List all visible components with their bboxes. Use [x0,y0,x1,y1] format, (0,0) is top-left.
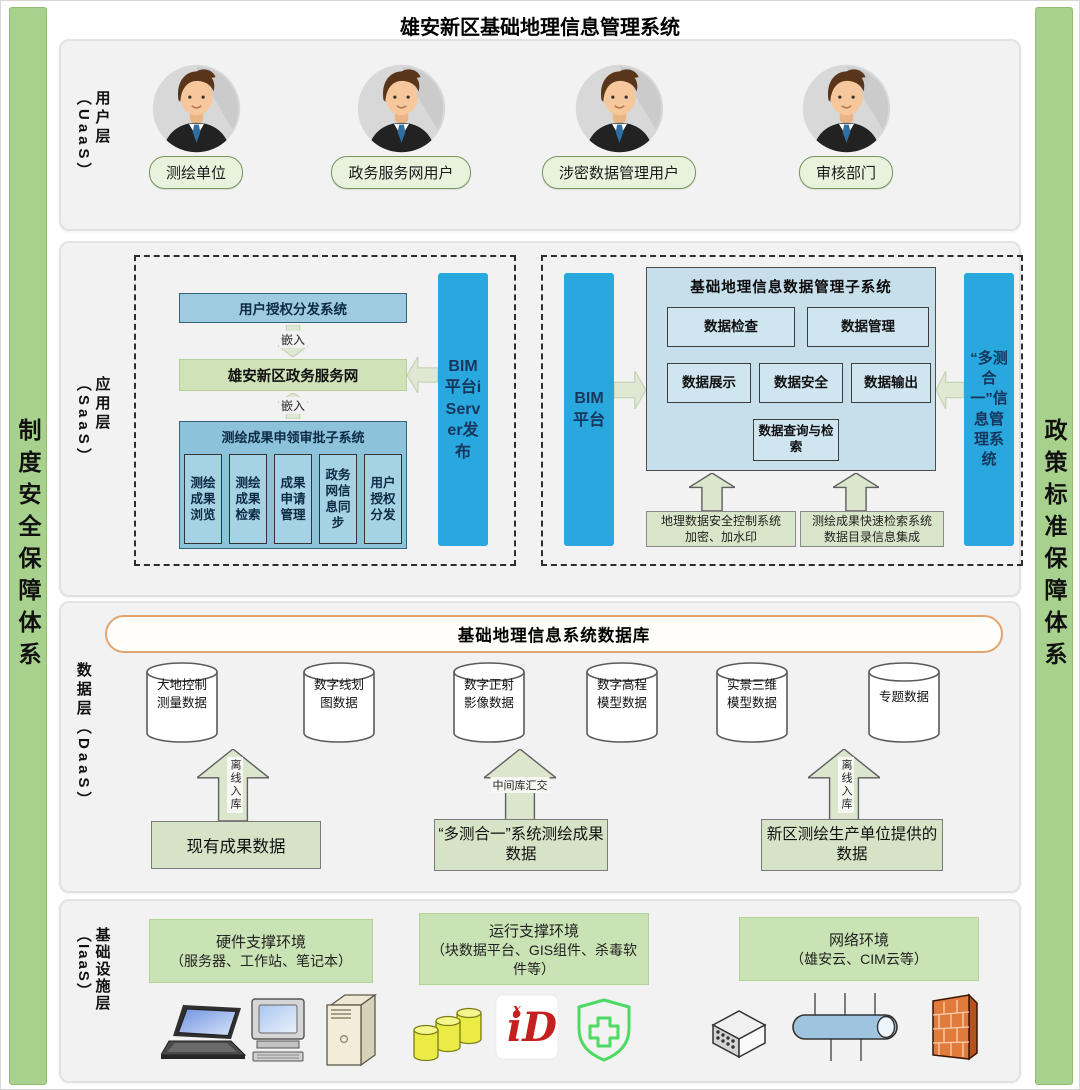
cylinder-icon [453,662,525,743]
geo-database-bar: 基础地理信息系统数据库 [105,615,1003,653]
bim-to-system-arrow [614,371,646,409]
embed-label: 嵌入 [278,397,308,414]
business-man-avatar-icon [572,61,667,156]
database-cylinder: 大地控制测量数据 [144,661,220,745]
user-auth-distribution-system-box: 用户授权分发系统 [179,293,407,323]
embed-label: 嵌入 [278,331,308,348]
user-role-badge: 审核部门 [798,156,893,189]
svg-text:iD: iD [507,1004,557,1051]
data-display-box: 数据展示 [667,363,751,403]
database-cylinder: 专题数据 [866,661,942,745]
database-cylinders-icon [413,1007,482,1062]
right-bar-label: 政策标准保障体系 [1041,418,1067,674]
approval-item: 测绘成果检索 [229,454,267,544]
approval-item: 成果申请管理 [274,454,312,544]
approval-subsystem-title: 测绘成果申领审批子系统 [221,430,365,445]
user-group: 审核部门 [746,61,946,189]
runtime-environment-box: 运行支撑环境 （块数据平台、GIS组件、杀毒软件等） [419,913,649,985]
data-check-box: 数据检查 [667,307,795,347]
approval-item: 政务网信息同步 [319,454,357,544]
user-group: 政务服务网用户 [301,61,501,189]
network-switch-icon [711,1010,767,1059]
cylinder-icon [303,662,375,743]
cylinder-icon [716,662,788,743]
data-query-retrieval-box: 数据查询与检索 [753,419,839,461]
multi-survey-result-data-box: “多测合一”系统测绘成果数据 [434,819,608,871]
data-security-box: 数据安全 [759,363,843,403]
user-role-badge: 测绘单位 [148,156,243,189]
data-output-box: 数据输出 [851,363,931,403]
security-system-up-arrow [689,473,735,511]
application-layer-label: 应用层（SaaS） [74,376,111,467]
user-group: 涉密数据管理用户 [519,61,719,189]
retrieval-system-up-arrow [833,473,879,511]
database-cylinder: 实景三维模型数据 [714,661,790,745]
institution-security-assurance-bar: 制度安全保障体系 [9,7,47,1085]
firewall-icon [932,993,978,1061]
existing-result-data-box: 现有成果数据 [151,821,321,869]
data-management-group [541,255,1023,566]
geo-data-security-control-box: 地理数据安全控制系统 加密、加水印 [646,511,796,547]
id-software-logo-icon: iD x [495,994,559,1060]
fast-retrieval-catalog-box: 测绘成果快速检索系统 数据目录信息集成 [800,511,944,547]
page-title: 雄安新区基础地理信息管理系统 [400,17,680,39]
business-man-avatar-icon [149,61,244,156]
data-layer-label: 数据层（DaaS） [74,662,92,811]
network-environment-box: 网络环境 （雄安云、CIM云等） [739,917,979,981]
svg-text:x: x [512,1002,521,1017]
infrastructure-layer-label: 基础设施层（IaaS） [74,927,111,1012]
database-cylinder: 数字线划图数据 [301,661,377,745]
database-cylinder: 数字高程模型数据 [584,661,660,745]
approval-subsystem-items: 测绘成果浏览 测绘成果检索 成果申请管理 政务网信息同步 用户授权分发 [180,454,406,544]
cylinder-icon [868,662,940,743]
hardware-environment-box: 硬件支撑环境 （服务器、工作站、笔记本） [149,919,373,983]
business-man-avatar-icon [799,61,894,156]
user-role-badge: 政务服务网用户 [331,156,471,189]
policy-standard-assurance-bar: 政策标准保障体系 [1035,7,1073,1085]
business-man-avatar-icon [354,61,449,156]
server-tower-icon [326,993,378,1067]
bim-iserver-publish-arrow [407,357,438,393]
bim-platform-bar: BIM平台 [564,273,614,546]
offline-import-label: 离线入库 [838,757,854,813]
user-role-badge: 涉密数据管理用户 [541,156,696,189]
intermediate-db-label: 中间库汇交 [490,777,550,793]
gov-service-portal-box: 雄安新区政务服务网 [179,359,407,391]
user-layer-label: 用户层（UaaS） [74,90,111,182]
approval-item: 测绘成果浏览 [184,454,222,544]
survey-result-approval-subsystem-box: 测绘成果申领审批子系统 测绘成果浏览 测绘成果检索 成果申请管理 政务网信息同步… [179,421,407,549]
cylinder-icon [146,662,218,743]
antivirus-shield-icon [577,998,631,1062]
database-cylinder: 数字正射影像数据 [451,661,527,745]
approval-item: 用户授权分发 [364,454,402,544]
geo-data-subsystem-title: 基础地理信息数据管理子系统 [690,280,892,296]
portal-subsystem-group [134,255,516,566]
offline-import-label: 离线入库 [227,757,243,813]
network-bus-cylinder-icon [792,993,898,1061]
data-management-box: 数据管理 [807,307,929,347]
cylinder-icon [586,662,658,743]
desktop-computer-icon [251,998,305,1062]
left-bar-label: 制度安全保障体系 [15,418,41,674]
bim-iserver-publish-bar: BIM平台iServer发布 [438,273,488,546]
multi-survey-to-system-arrow [936,371,964,409]
production-unit-data-box: 新区测绘生产单位提供的数据 [761,819,943,871]
laptop-icon [161,1005,247,1059]
multi-survey-info-system-bar: “多测合一”信息管理系统 [964,273,1014,546]
user-group: 测绘单位 [96,61,296,189]
